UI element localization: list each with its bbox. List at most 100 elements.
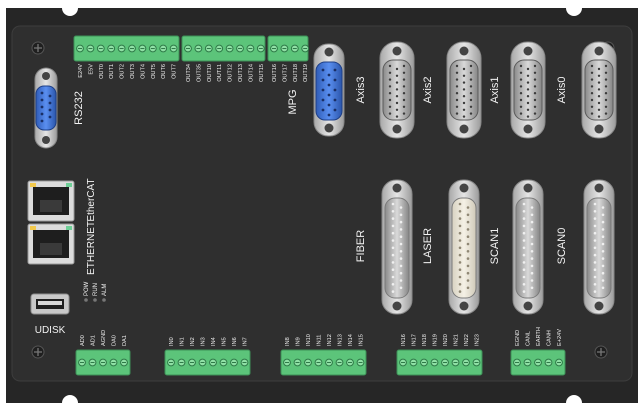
terminal-pin-label: OUT35	[196, 64, 202, 82]
scan0-label: SCAN0	[556, 228, 568, 265]
terminal-pin-label: E24V	[78, 64, 84, 78]
terminal-pin-label: IN15	[359, 334, 365, 346]
axis2-port[interactable]	[446, 41, 482, 139]
terminal-screw-icon	[462, 358, 470, 367]
mount-slot	[566, 0, 582, 16]
ethernet-port[interactable]	[27, 223, 75, 265]
terminal-screw-icon	[335, 358, 344, 367]
axis3-port[interactable]	[379, 41, 415, 139]
terminal-screw-icon	[148, 44, 157, 53]
terminal-pin-label: IN11	[317, 335, 323, 346]
terminal-screw-icon	[304, 358, 312, 367]
terminal-pin-label: IN1	[180, 337, 186, 346]
terminal-pin-label: IN19	[433, 334, 439, 346]
terminal-screw-icon	[219, 358, 228, 367]
terminal-screw-icon	[240, 358, 249, 367]
terminal-screw-icon	[198, 358, 207, 367]
terminal-screw-icon	[301, 44, 310, 53]
laser-port[interactable]	[448, 179, 480, 315]
terminal-pin-label: OUT14	[248, 64, 254, 82]
terminal-screw-icon	[346, 358, 354, 367]
terminal-screw-icon	[534, 358, 542, 367]
terminal-screw-icon	[230, 358, 238, 367]
mount-slot	[566, 395, 582, 411]
terminal-screw-icon	[523, 358, 532, 367]
ethercat-port[interactable]	[27, 180, 75, 222]
terminal-pin-label: OUT19	[303, 64, 309, 82]
terminal-pin-label: OUT3	[130, 64, 136, 79]
scan1-label: SCAN1	[489, 228, 501, 265]
terminal-screw-icon	[117, 44, 126, 53]
terminal-screw-icon	[246, 44, 255, 53]
terminal-pin-label: OUT0	[99, 64, 105, 79]
terminal-screw-icon	[314, 358, 323, 367]
terminal-pin-label: CANL	[526, 331, 532, 346]
terminal-pin-label: EARTH	[536, 327, 542, 346]
terminal-screw-icon	[215, 44, 224, 53]
terminal-block-outputs-1[interactable]	[73, 35, 180, 62]
ethercat-label: EtherCAT	[86, 178, 97, 221]
axis3-label: Axis3	[355, 77, 367, 104]
terminal-pin-label: IN0	[169, 337, 175, 346]
terminal-screw-icon	[409, 358, 418, 367]
terminal-screw-icon	[88, 358, 97, 367]
ethernet-label: ETHERNET	[86, 221, 97, 275]
terminal-pin-label: OUT13	[238, 64, 244, 82]
rs232-port[interactable]	[34, 67, 58, 149]
terminal-pin-label: IN4	[211, 337, 217, 346]
terminal-pin-label: IN16	[401, 334, 407, 346]
axis1-label: Axis1	[489, 77, 501, 104]
terminal-screw-icon	[96, 44, 105, 53]
corner-screw-icon	[594, 345, 608, 359]
terminal-screw-icon	[451, 358, 460, 367]
terminal-screw-icon	[177, 358, 186, 367]
terminal-block-inputs-3[interactable]	[396, 349, 483, 376]
terminal-block-inputs-2[interactable]	[280, 349, 367, 376]
axis2-label: Axis2	[422, 77, 434, 104]
terminal-pin-label: IN17	[412, 334, 418, 346]
terminal-pin-label: OUT18	[293, 64, 299, 82]
terminal-pin-label: IN3	[201, 337, 207, 346]
terminal-pin-label: IN5	[222, 337, 228, 346]
scan1-port[interactable]	[512, 179, 544, 315]
terminal-pin-label: OUT11	[217, 64, 223, 82]
terminal-block-inputs-1[interactable]	[164, 349, 251, 376]
terminal-pin-label: AGND	[101, 330, 107, 346]
terminal-screw-icon	[236, 44, 244, 53]
axis0-port[interactable]	[581, 41, 617, 139]
terminal-screw-icon	[280, 44, 289, 53]
terminal-screw-icon	[169, 44, 178, 53]
terminal-pin-label: OUT4	[140, 64, 146, 79]
terminal-screw-icon	[399, 358, 407, 367]
terminal-block-outputs-2[interactable]	[181, 35, 266, 62]
terminal-screw-icon	[167, 358, 175, 367]
udisk-label: UDISK	[35, 325, 66, 336]
terminal-screw-icon	[441, 358, 449, 367]
terminal-screw-icon	[256, 44, 265, 53]
mpg-label: MPG	[287, 89, 299, 114]
terminal-pin-label: AD0	[80, 335, 86, 346]
terminal-pin-label: IN22	[464, 334, 470, 346]
terminal-pin-label: OUT17	[282, 64, 288, 82]
terminal-pin-label: IN18	[422, 334, 428, 346]
mpg-port[interactable]	[313, 43, 345, 137]
terminal-screw-icon	[86, 44, 95, 53]
terminal-screw-icon	[293, 358, 302, 367]
terminal-screw-icon	[128, 44, 136, 53]
terminal-screw-icon	[184, 44, 192, 53]
terminal-screw-icon	[109, 358, 118, 367]
scan0-port[interactable]	[583, 179, 615, 315]
usb-port[interactable]	[30, 293, 70, 315]
terminal-pin-label: IN21	[454, 334, 460, 346]
led-label: RUN	[93, 283, 99, 296]
axis1-port[interactable]	[510, 41, 546, 139]
terminal-screw-icon	[99, 358, 107, 367]
terminal-screw-icon	[76, 44, 84, 53]
fiber-port[interactable]	[381, 179, 413, 315]
terminal-pin-label: CANH	[547, 330, 553, 346]
terminal-pin-label: OUT34	[186, 64, 192, 82]
terminal-screw-icon	[270, 44, 278, 53]
terminal-screw-icon	[209, 358, 217, 367]
terminal-pin-label: IN7	[243, 337, 249, 346]
